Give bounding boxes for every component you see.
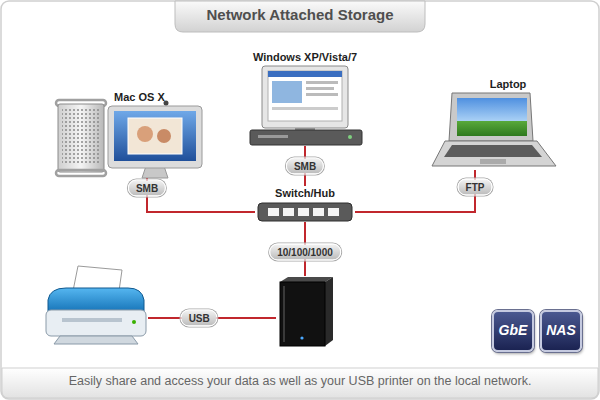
- node-label: Switch/Hub: [255, 187, 355, 200]
- node-label: GbE: [494, 322, 532, 338]
- switch-body: [258, 203, 352, 221]
- protocol-label: SMB: [128, 180, 166, 197]
- badge-box: NAS: [540, 310, 582, 352]
- diagram-title: Network Attached Storage: [175, 6, 425, 23]
- device-node: Windows XP/Vista/7: [248, 50, 362, 146]
- protocol-label: USB: [181, 310, 218, 327]
- nas-enclosure: [280, 277, 333, 346]
- diagram-caption: Easily share and access your data as wel…: [0, 374, 600, 388]
- mac-display: [108, 101, 202, 179]
- laptop: [432, 93, 556, 166]
- printer-node: [40, 262, 148, 346]
- node-label: Windows XP/Vista/7: [248, 51, 362, 64]
- node-label: Laptop: [472, 78, 544, 91]
- badge-box: GbE: [492, 310, 534, 352]
- protocol-label: 10/100/1000: [269, 243, 341, 260]
- protocol-label: FTP: [458, 178, 493, 195]
- node-label: Mac OS X: [114, 91, 202, 104]
- node-label: NAS: [542, 322, 580, 338]
- protocol-label: SMB: [286, 158, 324, 175]
- title-tab: [175, 1, 425, 32]
- printer: [46, 266, 146, 344]
- switch-node: Switch/Hub: [255, 186, 355, 222]
- mac-tower: [56, 100, 106, 176]
- windows-pc: [250, 66, 362, 145]
- device-node: Laptop: [438, 78, 562, 170]
- nas-node: [276, 276, 334, 348]
- device-node: Mac OS X: [52, 90, 204, 178]
- network-cable: [355, 170, 475, 212]
